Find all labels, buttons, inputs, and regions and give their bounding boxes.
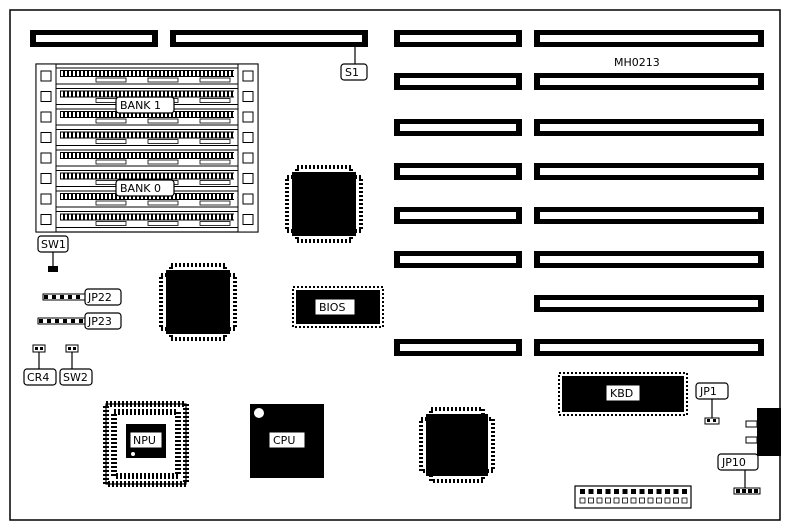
npu-socket: NPU	[103, 401, 189, 487]
expansion-slots-col-a	[394, 30, 522, 356]
diagram-code: MH0213	[614, 56, 660, 69]
npu-label: NPU	[133, 434, 156, 447]
jp23-jumper	[37, 317, 86, 325]
cpu-label: CPU	[273, 434, 295, 447]
bios-chip: BIOS	[292, 286, 384, 328]
bottom-header-connector	[574, 485, 692, 509]
jp22-jumper	[42, 293, 86, 301]
jp10-label: JP10	[721, 456, 746, 469]
keyboard-connector	[745, 408, 781, 456]
chip-plcc-lower	[419, 407, 495, 483]
sw2-switch	[65, 344, 79, 353]
cpu-chip: CPU	[250, 404, 324, 478]
bank-0-label: BANK 0	[120, 182, 161, 195]
sw2-label: SW2	[63, 371, 88, 384]
bios-label: BIOS	[319, 301, 345, 314]
chip-plcc-upper	[285, 165, 363, 243]
s1-label: S1	[345, 66, 359, 79]
simm-module-block	[35, 63, 259, 233]
chip-plcc-left	[159, 263, 237, 341]
expansion-slots-col-b	[534, 30, 764, 356]
bank-1-label: BANK 1	[120, 99, 161, 112]
sw1-label: SW1	[41, 238, 66, 251]
jp1-label: JP1	[699, 385, 717, 398]
jp22-label: JP22	[87, 291, 112, 304]
sw1-switch	[48, 266, 58, 272]
kbd-controller: KBD	[558, 372, 688, 416]
jp10-jumper	[733, 487, 761, 495]
cr4-label: CR4	[27, 371, 49, 384]
kbd-label: KBD	[610, 387, 633, 400]
jp23-label: JP23	[87, 315, 112, 328]
cr4-led	[32, 344, 46, 353]
jp1-jumper	[704, 417, 720, 425]
